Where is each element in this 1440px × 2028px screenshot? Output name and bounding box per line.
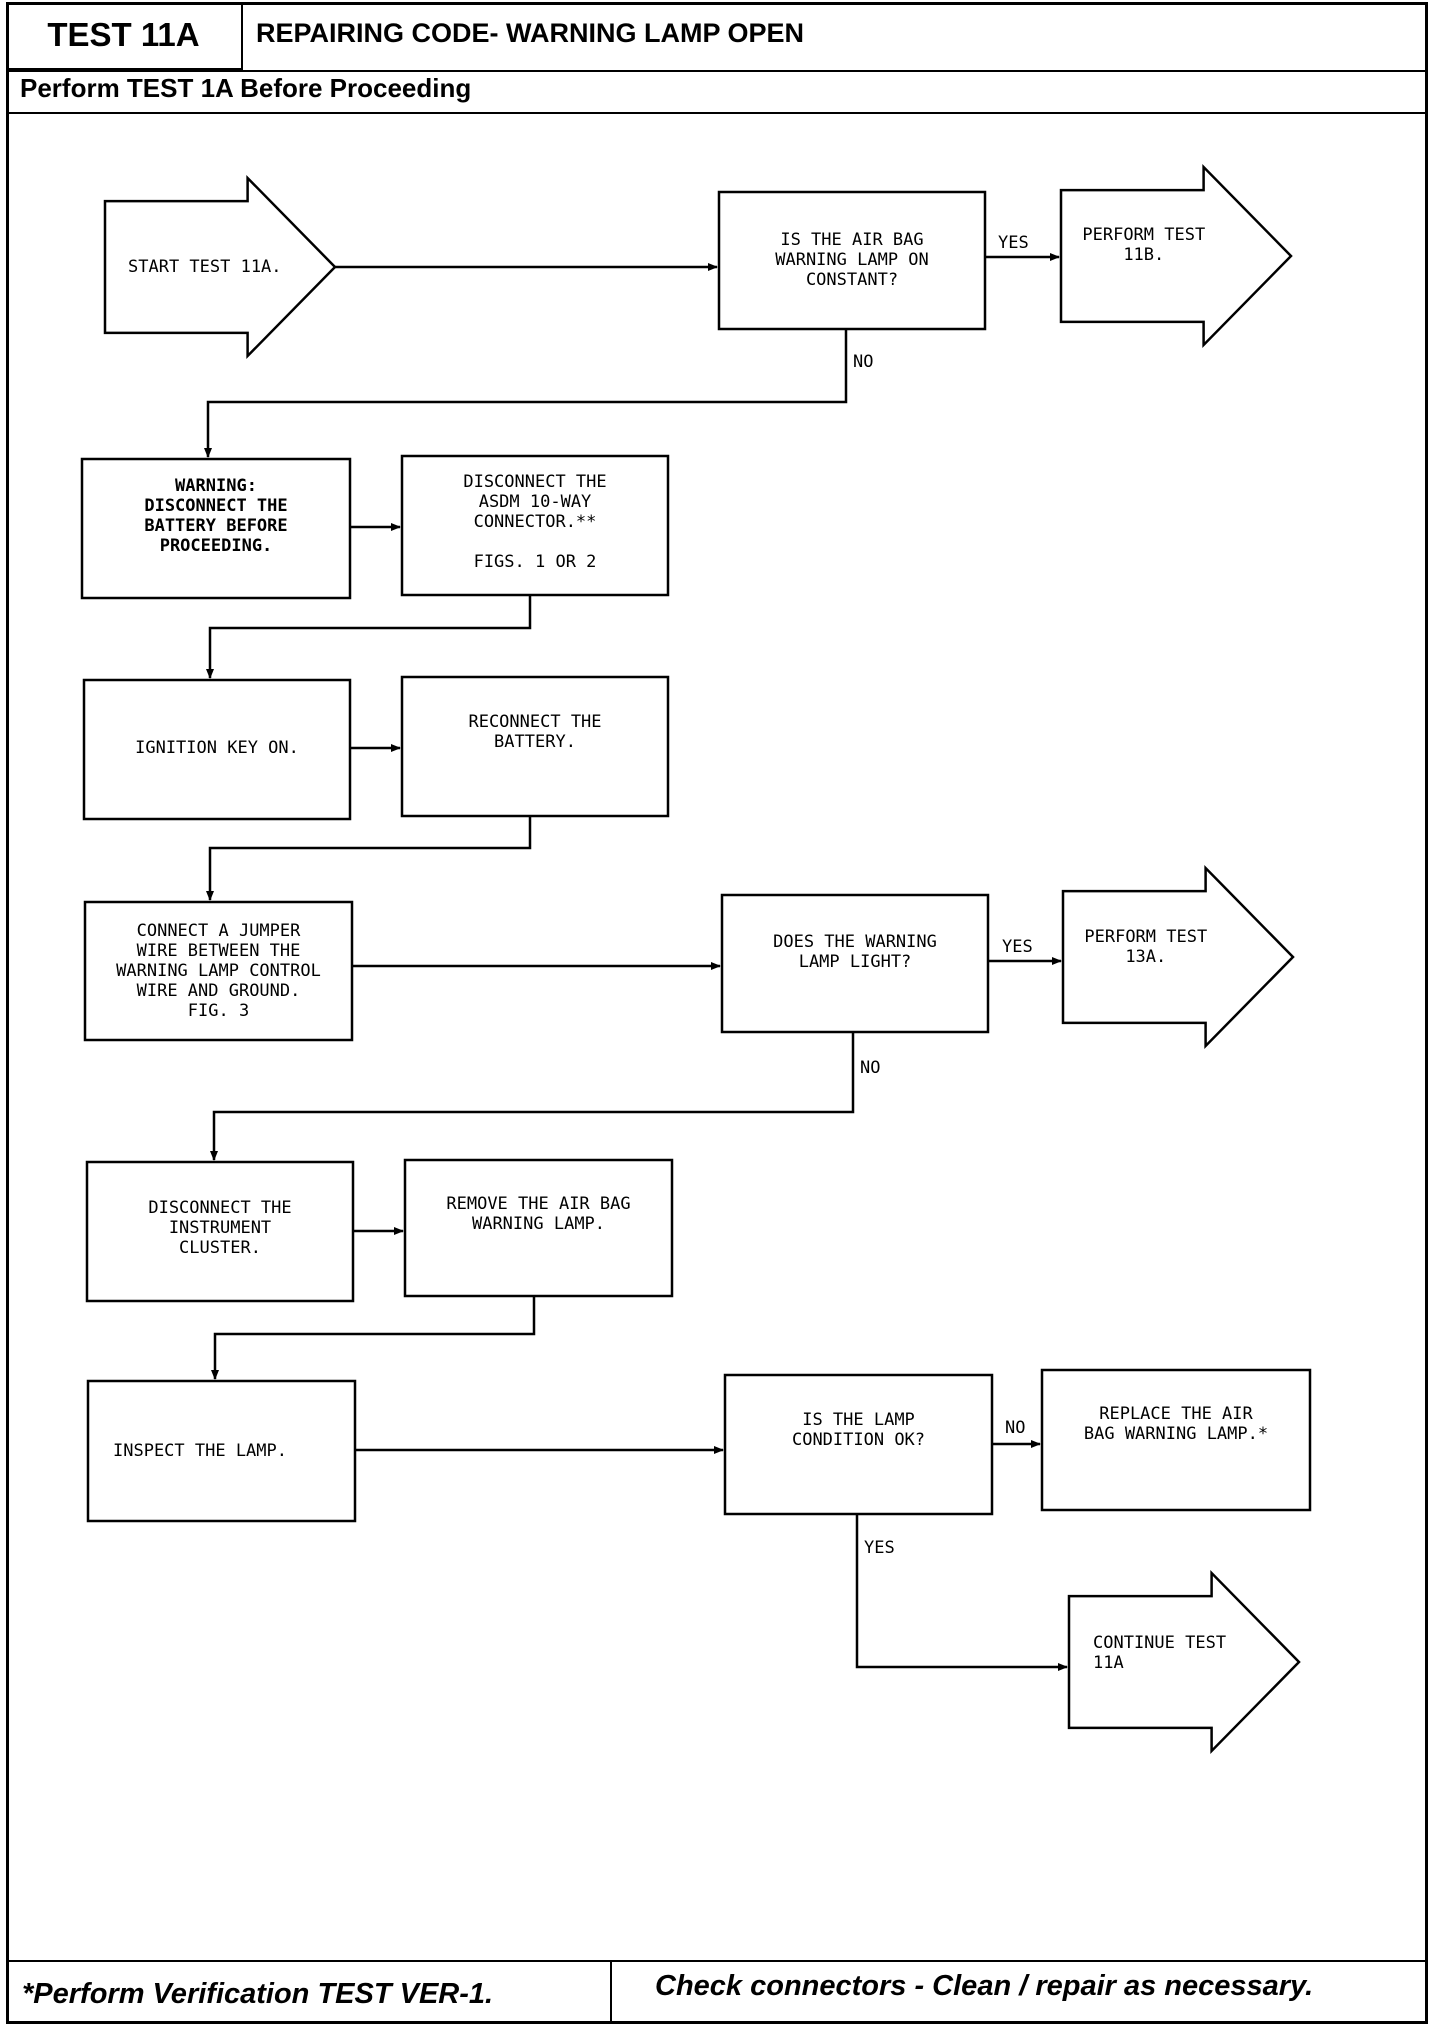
test-id: TEST 11A (6, 2, 243, 70)
node-text-line: LAMP LIGHT? (799, 952, 912, 972)
process-box-shape (83, 900, 354, 1042)
node-text-line: INSTRUMENT (169, 1218, 271, 1238)
node-text-line: IGNITION KEY ON. (135, 738, 299, 758)
node-text-line: PERFORM TEST (1084, 927, 1207, 947)
flow-node-start: START TEST 11A. (103, 174, 337, 360)
node-text-line: WIRE BETWEEN THE (137, 941, 301, 961)
arrow-terminal-shape (1067, 1569, 1301, 1755)
edge-label-yes: YES (864, 1538, 895, 1558)
node-text-line: DISCONNECT THE (463, 472, 606, 492)
edge-label-no: NO (860, 1058, 880, 1078)
arrow-terminal-shape (103, 174, 337, 360)
node-text-line: WARNING: (175, 476, 257, 496)
process-box-shape (86, 1379, 357, 1523)
node-text-line: CLUSTER. (179, 1238, 261, 1258)
footer-divider (610, 1960, 612, 2024)
node-text-line: ASDM 10-WAY (479, 492, 592, 512)
node-text-line: 13A. (1125, 947, 1166, 967)
flow-node-inspect: INSPECT THE LAMP. (86, 1379, 357, 1523)
edge-label-yes: YES (998, 233, 1029, 253)
process-box-shape (85, 1160, 355, 1303)
node-text-line: INSPECT THE LAMP. (113, 1441, 287, 1461)
node-text-line: CONNECTOR.** (474, 512, 597, 532)
node-text-line: CONDITION OK? (792, 1430, 925, 1450)
arrow-terminal-shape (1059, 163, 1293, 349)
node-text-line: REMOVE THE AIR BAG (446, 1194, 630, 1214)
page-border (6, 2, 1428, 2024)
node-text-line: CONNECT A JUMPER (137, 921, 302, 941)
prerequisite-note: Perform TEST 1A Before Proceeding (20, 73, 472, 103)
node-text-line: CONSTANT? (806, 270, 898, 290)
node-text-line: DISCONNECT THE (148, 1198, 291, 1218)
edge-label-no: NO (853, 352, 873, 372)
process-box-shape (720, 893, 990, 1034)
node-text-line: PROCEEDING. (160, 536, 273, 556)
connector-q2-to-cluster (210, 1032, 855, 1161)
header-divider (6, 70, 1428, 72)
footer-connector-note: Check connectors - Clean / repair as nec… (655, 1970, 1314, 2002)
flow-node-ign: IGNITION KEY ON. (82, 678, 352, 821)
process-box-shape (80, 457, 352, 600)
footer-divider (6, 1960, 1428, 1962)
footer-verification-note: *Perform Verification TEST VER-1. (22, 1978, 494, 2010)
page-title: REPAIRING CODE- WARNING LAMP OPEN (256, 18, 805, 48)
node-text-line: START TEST 11A. (128, 257, 282, 277)
node-text-line: WIRE AND GROUND. (137, 981, 301, 1001)
edge-label-no: NO (1005, 1418, 1025, 1438)
node-text-line: REPLACE THE AIR (1099, 1404, 1253, 1424)
process-box-shape (400, 675, 670, 818)
node-text-line: BAG WARNING LAMP.* (1084, 1424, 1268, 1444)
arrow-terminal-shape (1061, 864, 1295, 1050)
node-text-line: WARNING LAMP ON (775, 250, 929, 270)
edge-label-yes: YES (1002, 937, 1033, 957)
node-text-line: IS THE LAMP (802, 1410, 915, 1430)
node-text-line: FIG. 3 (188, 1001, 249, 1021)
node-text-line: PERFORM TEST (1082, 225, 1205, 245)
node-text-line: FIGS. 1 OR 2 (474, 552, 597, 572)
node-text-line: 11B. (1123, 245, 1164, 265)
node-text-line: BATTERY BEFORE (144, 516, 287, 536)
node-text-line: WARNING LAMP CONTROL (116, 961, 321, 981)
node-text-line: WARNING LAMP. (472, 1214, 605, 1234)
node-text-line: BATTERY. (494, 732, 576, 752)
node-text-line: CONTINUE TEST (1093, 1633, 1226, 1653)
header-divider (6, 112, 1428, 114)
connector-q1-to-warn (204, 329, 848, 458)
process-box-shape (82, 678, 352, 821)
node-text-line: 11A (1093, 1653, 1124, 1673)
connector-reconn-to-jumper (206, 816, 532, 901)
process-box-shape (1040, 1368, 1312, 1512)
process-box-shape (723, 1373, 994, 1516)
process-box-shape (403, 1158, 674, 1298)
node-text-line: RECONNECT THE (468, 712, 601, 732)
process-box-shape (400, 454, 670, 597)
node-text-line: DOES THE WARNING (773, 932, 937, 952)
connector-q3-to-cont (855, 1514, 1068, 1671)
process-box-shape (717, 190, 987, 331)
connector-asdm-to-ign (206, 595, 532, 679)
node-text-line: DISCONNECT THE (144, 496, 287, 516)
node-text-line: IS THE AIR BAG (780, 230, 923, 250)
connector-remove-to-inspect (211, 1296, 536, 1380)
